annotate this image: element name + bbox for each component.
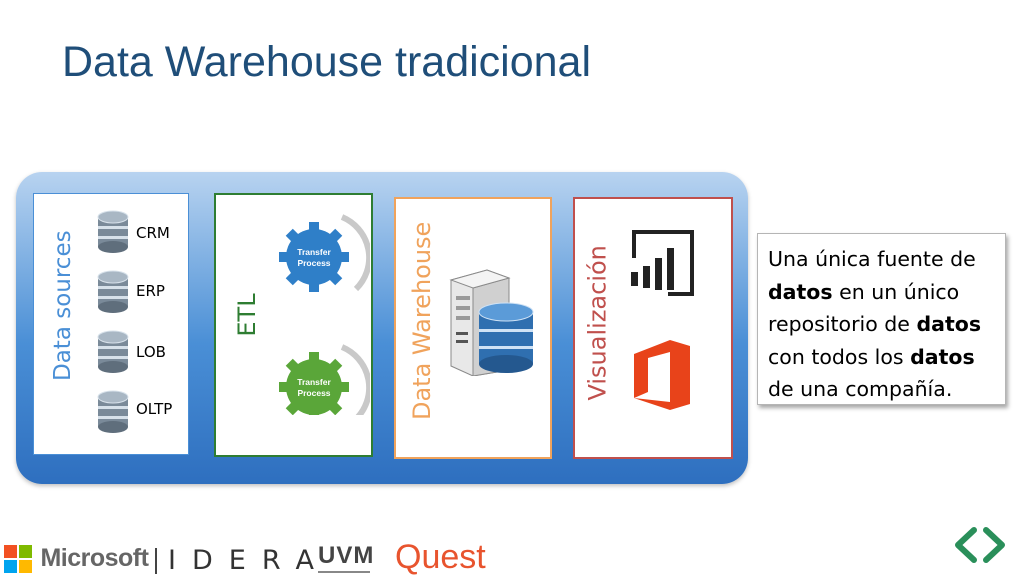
- microsoft-squares-icon: [4, 544, 32, 573]
- gear-text-bottom-2: Process: [297, 388, 330, 398]
- uvm-logo-underline: [318, 571, 370, 573]
- microsoft-logo-text: Microsoft: [40, 544, 149, 572]
- etl-gears: Transfer Process Transfer Process: [279, 214, 370, 415]
- data-sources-label: Data sources: [50, 230, 76, 381]
- callout-segment: en un único repositorio de: [768, 279, 960, 337]
- callout-text: Una única fuente de datos en un único re…: [768, 247, 981, 401]
- callout-segment: de una compañía.: [768, 377, 953, 401]
- source-label-lob: LOB: [136, 343, 166, 361]
- database-cylinder-icon: [97, 210, 129, 253]
- idera-logo: IDERA: [168, 545, 330, 576]
- source-label-oltp: OLTP: [136, 400, 173, 418]
- visualization-panel: [573, 197, 733, 459]
- callout-bold-word: datos: [916, 312, 982, 336]
- microsoft-logo: Microsoft: [4, 544, 149, 573]
- server-icon: [449, 269, 534, 376]
- power-bi-icon: [631, 230, 694, 296]
- database-cylinder-icon: [97, 390, 129, 433]
- callout-segment: Una única fuente de: [768, 247, 976, 271]
- source-label-crm: CRM: [136, 224, 170, 242]
- gear-text-bottom-1: Transfer: [297, 377, 331, 387]
- callout-bold-word: datos: [768, 279, 833, 304]
- database-cylinder-icon: [97, 270, 129, 313]
- callout-bold-word: datos: [910, 344, 975, 369]
- quest-logo: Quest: [395, 538, 486, 576]
- data-warehouse-label: Data Warehouse: [408, 221, 436, 420]
- uvm-logo-text: UVM: [318, 542, 375, 569]
- slide-title: Data Warehouse tradicional: [62, 38, 592, 86]
- logo-divider: [155, 548, 157, 574]
- etl-label: ETL: [233, 293, 261, 337]
- gear-icon: Transfer Process: [279, 214, 370, 292]
- info-callout: Una única fuente de datos en un único re…: [757, 233, 1006, 405]
- gear-icon: Transfer Process: [279, 344, 370, 415]
- gear-text-top-2: Process: [297, 258, 330, 268]
- office-icon: [634, 340, 690, 410]
- database-cylinder-icon: [97, 330, 129, 373]
- visualization-label: Visualización: [583, 245, 612, 401]
- source-label-erp: ERP: [136, 282, 165, 300]
- gear-text-top-1: Transfer: [297, 247, 331, 257]
- database-cylinder-icon: [478, 302, 534, 373]
- code-brackets-icon[interactable]: [950, 526, 1010, 564]
- callout-segment: con todos los: [768, 344, 911, 369]
- uvm-logo: UVM: [318, 542, 374, 573]
